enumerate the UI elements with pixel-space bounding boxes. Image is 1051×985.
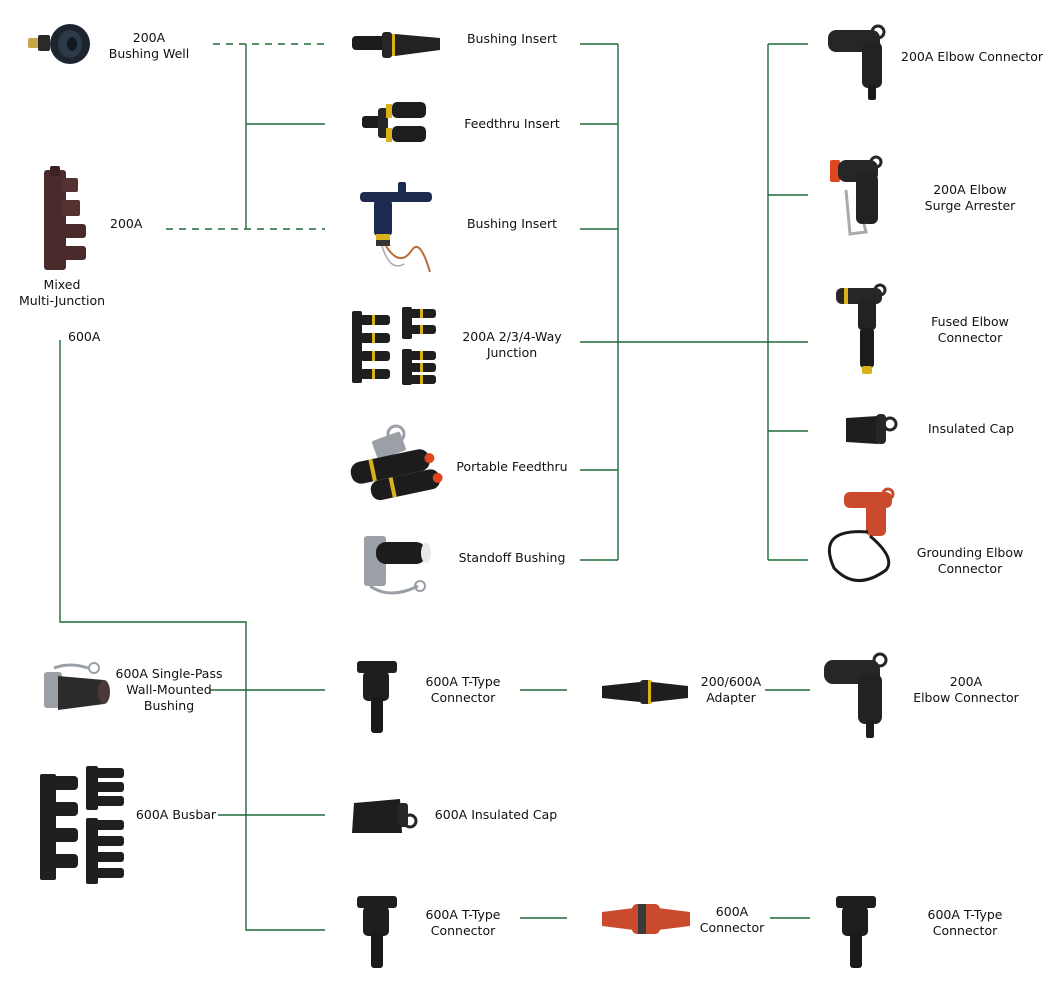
loadbreak-bushing-insert-icon xyxy=(360,180,438,275)
label-bushing-insert-lb: Bushing Insert xyxy=(466,216,558,231)
label-junction: 200A 2/3/4-Way Junction xyxy=(462,329,562,360)
label-t-connector-bottom: 600A T-Type Connector xyxy=(425,907,501,938)
label-wall-bushing: 600A Single-Pass Wall-Mounted Bushing xyxy=(115,666,223,713)
feedthru-insert-icon xyxy=(362,100,430,146)
busbar-icon xyxy=(38,766,130,886)
label-t-connector-right: 600A T-Type Connector xyxy=(927,907,1003,938)
label-feedthru-insert: Feedthru Insert xyxy=(464,116,560,131)
grounding-elbow-icon xyxy=(826,487,898,584)
portable-feedthru-icon xyxy=(348,424,448,501)
label-elbow-200a-bottom: 200A Elbow Connector xyxy=(913,674,1019,705)
t-connector-right-icon xyxy=(836,892,876,970)
standoff-bushing-icon xyxy=(360,530,434,596)
label-multi-junction: Mixed Multi-Junction xyxy=(18,277,106,308)
label-bushing-insert-top: Bushing Insert xyxy=(466,31,558,46)
tag-200a: 200A xyxy=(110,216,143,231)
wall-bushing-icon xyxy=(40,658,116,716)
elbow-connector-icon xyxy=(828,22,890,102)
fused-elbow-icon xyxy=(836,280,888,378)
link-600a-trunk xyxy=(59,340,325,931)
elbow-connector-bottom-icon xyxy=(824,652,890,740)
label-surge-arrester: 200A Elbow Surge Arrester xyxy=(924,182,1016,213)
label-elbow-connector: 200A Elbow Connector xyxy=(900,49,1044,64)
label-fused-elbow: Fused Elbow Connector xyxy=(931,314,1009,345)
bushing-insert-icon xyxy=(352,28,442,60)
label-insulated-cap: Insulated Cap xyxy=(928,421,1014,436)
adapter-icon xyxy=(600,678,690,706)
label-bushing-well: 200A Bushing Well xyxy=(108,30,190,61)
connector-600-icon xyxy=(600,902,692,936)
insulated-cap-600-icon xyxy=(350,795,420,837)
t-connector-bottom-icon xyxy=(357,892,397,970)
label-grounding-elbow: Grounding Elbow Connector xyxy=(916,545,1024,576)
label-portable-feedthru: Portable Feedthru xyxy=(456,459,568,474)
surge-arrester-icon xyxy=(826,154,890,240)
bushing-well-icon xyxy=(26,22,92,66)
label-t-connector-top: 600A T-Type Connector xyxy=(425,674,501,705)
label-insulated-cap-600: 600A Insulated Cap xyxy=(434,807,558,822)
label-adapter: 200/600A Adapter xyxy=(700,674,762,705)
label-standoff-bushing: Standoff Bushing xyxy=(458,550,566,565)
label-busbar: 600A Busbar xyxy=(135,807,217,822)
insulated-cap-icon xyxy=(844,410,898,448)
label-connector-600: 600A Connector xyxy=(699,904,765,935)
junction-icon xyxy=(348,305,440,387)
tag-600a: 600A xyxy=(68,329,101,344)
multi-junction-icon xyxy=(40,166,90,274)
t-connector-icon xyxy=(357,657,397,735)
